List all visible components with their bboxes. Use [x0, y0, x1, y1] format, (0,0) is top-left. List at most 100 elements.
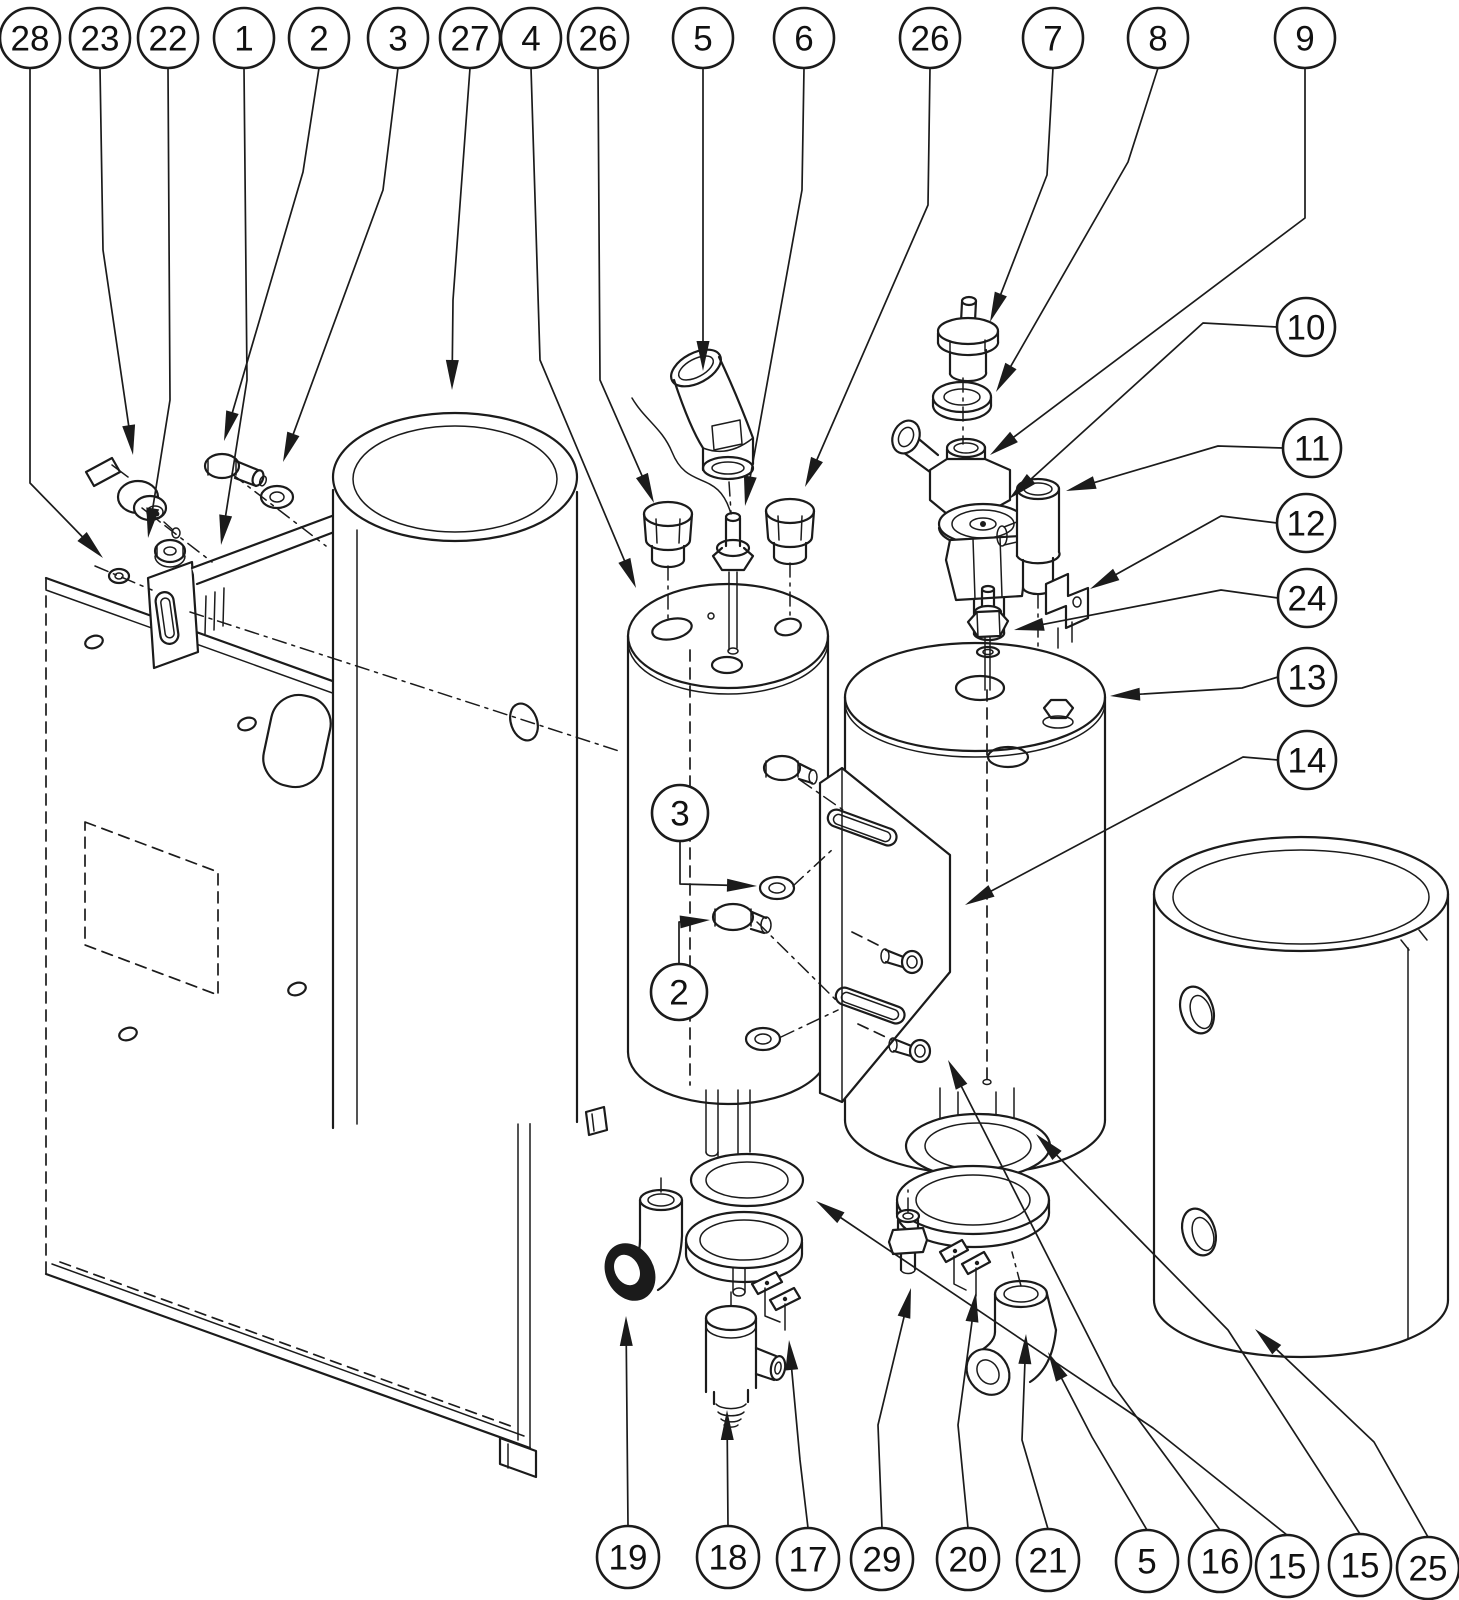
- leader-arrowhead: [1048, 1352, 1068, 1382]
- callout-bubble: [1276, 646, 1338, 708]
- leader-line: [1139, 676, 1279, 696]
- leader-arrowhead: [77, 531, 103, 558]
- leader-line: [877, 1316, 905, 1529]
- callout-15: 15: [1036, 1134, 1393, 1598]
- check-valve-fitting: [887, 1189, 929, 1275]
- leader-line: [957, 1320, 973, 1529]
- leader-line: [625, 1345, 629, 1527]
- callout-bubble: [1254, 1533, 1320, 1599]
- leader-line: [530, 67, 626, 562]
- inlet-valve-assembly: [891, 416, 1029, 642]
- callout-bubble: [1114, 1528, 1180, 1594]
- callout-22: 22: [136, 6, 200, 538]
- callout-2: 2: [649, 915, 710, 1022]
- callout-9: 9: [990, 6, 1337, 455]
- callout-bubble: [650, 783, 710, 843]
- callout-bubble: [1021, 6, 1085, 70]
- callout-24: 24: [1014, 567, 1338, 631]
- callout-number: 8: [1148, 20, 1167, 59]
- callout-number: 2: [309, 20, 328, 59]
- callout-26: 26: [566, 6, 654, 503]
- leader-line: [1042, 589, 1279, 626]
- level-probe: [631, 397, 755, 655]
- leader-line: [990, 756, 1279, 892]
- leader-arrowhead: [283, 431, 300, 462]
- leader-arrowhead: [948, 1060, 968, 1090]
- callout-bubble: [898, 6, 962, 70]
- callout-8: 8: [996, 6, 1190, 392]
- callout-number: 12: [1287, 505, 1326, 544]
- leader-arrowhead: [1014, 617, 1045, 631]
- callout-15: 15: [816, 1201, 1320, 1599]
- leader-line: [29, 67, 83, 538]
- leader-line: [224, 67, 248, 517]
- leader-arrowhead: [785, 1340, 799, 1371]
- callout-21: 21: [1015, 1334, 1081, 1593]
- leader-arrowhead: [1110, 687, 1141, 701]
- leader-arrowhead: [990, 431, 1018, 455]
- leader-arrowhead: [146, 507, 160, 538]
- leader-line: [840, 1216, 1288, 1536]
- callout-number: 27: [451, 20, 490, 59]
- callout-11: 11: [1066, 417, 1343, 491]
- callout-3: 3: [650, 783, 757, 892]
- leader-arrowhead: [726, 878, 757, 892]
- leader-arrowhead: [679, 915, 710, 929]
- callout-27: 27: [438, 6, 502, 390]
- callout-number: 13: [1288, 659, 1327, 698]
- leader-arrowhead: [816, 1201, 845, 1224]
- callout-number: 5: [1137, 1543, 1156, 1582]
- terminal-tabs-right: [938, 1238, 992, 1297]
- flat-washer-top: [259, 484, 295, 510]
- leader-line: [960, 1085, 1221, 1531]
- callout-number: 5: [693, 20, 712, 59]
- callout-number: 22: [149, 20, 188, 59]
- callout-bubble: [566, 6, 630, 70]
- leader-line: [790, 1369, 809, 1529]
- leader-line: [999, 67, 1054, 295]
- leader-line: [1056, 1154, 1361, 1535]
- callout-7: 7: [990, 6, 1085, 322]
- callout-10: 10: [1009, 296, 1337, 499]
- leader-line: [292, 67, 399, 435]
- leader-arrowhead: [965, 885, 995, 905]
- leader-line: [816, 67, 931, 461]
- callout-bubble: [1276, 729, 1338, 791]
- leader-line: [1010, 67, 1159, 367]
- callout-4: 4: [499, 6, 636, 588]
- callout-number: 2: [669, 974, 688, 1013]
- callout-number: 10: [1287, 309, 1326, 348]
- hex-bolt-top: [203, 452, 268, 488]
- leader-line: [231, 67, 320, 414]
- callout-bubble: [1187, 1528, 1253, 1594]
- callout-bubble: [0, 6, 62, 70]
- callout-bubble: [366, 6, 430, 70]
- leader-line: [151, 67, 171, 510]
- callout-12: 12: [1090, 492, 1337, 589]
- drain-valve: [704, 1285, 787, 1428]
- callout-18: 18: [695, 1410, 761, 1590]
- callout-number: 18: [709, 1539, 748, 1578]
- callout-number: 14: [1288, 742, 1327, 781]
- callout-number: 17: [789, 1541, 828, 1580]
- callout-bubble: [1327, 1532, 1393, 1598]
- callout-2: 2: [224, 6, 351, 441]
- callout-28: 28: [0, 6, 103, 558]
- callout-3: 3: [283, 6, 430, 462]
- left-tank: [626, 582, 830, 1106]
- callout-13: 13: [1110, 646, 1338, 708]
- leader-arrowhead: [1255, 1329, 1282, 1355]
- retaining-clip: [1044, 572, 1090, 649]
- callout-bubble: [1276, 567, 1338, 629]
- callout-bubble: [1275, 492, 1337, 554]
- callout-bubble: [649, 962, 709, 1022]
- leader-arrowhead: [619, 1316, 633, 1347]
- callout-bubble: [499, 6, 563, 70]
- lock-nut: [153, 538, 187, 568]
- callout-25: 25: [1255, 1329, 1459, 1600]
- leader-line: [1060, 1377, 1148, 1531]
- leader-line: [1115, 515, 1278, 576]
- leader-arrowhead: [743, 475, 757, 506]
- callout-6: 6: [743, 6, 836, 506]
- callout-bubble: [68, 6, 132, 70]
